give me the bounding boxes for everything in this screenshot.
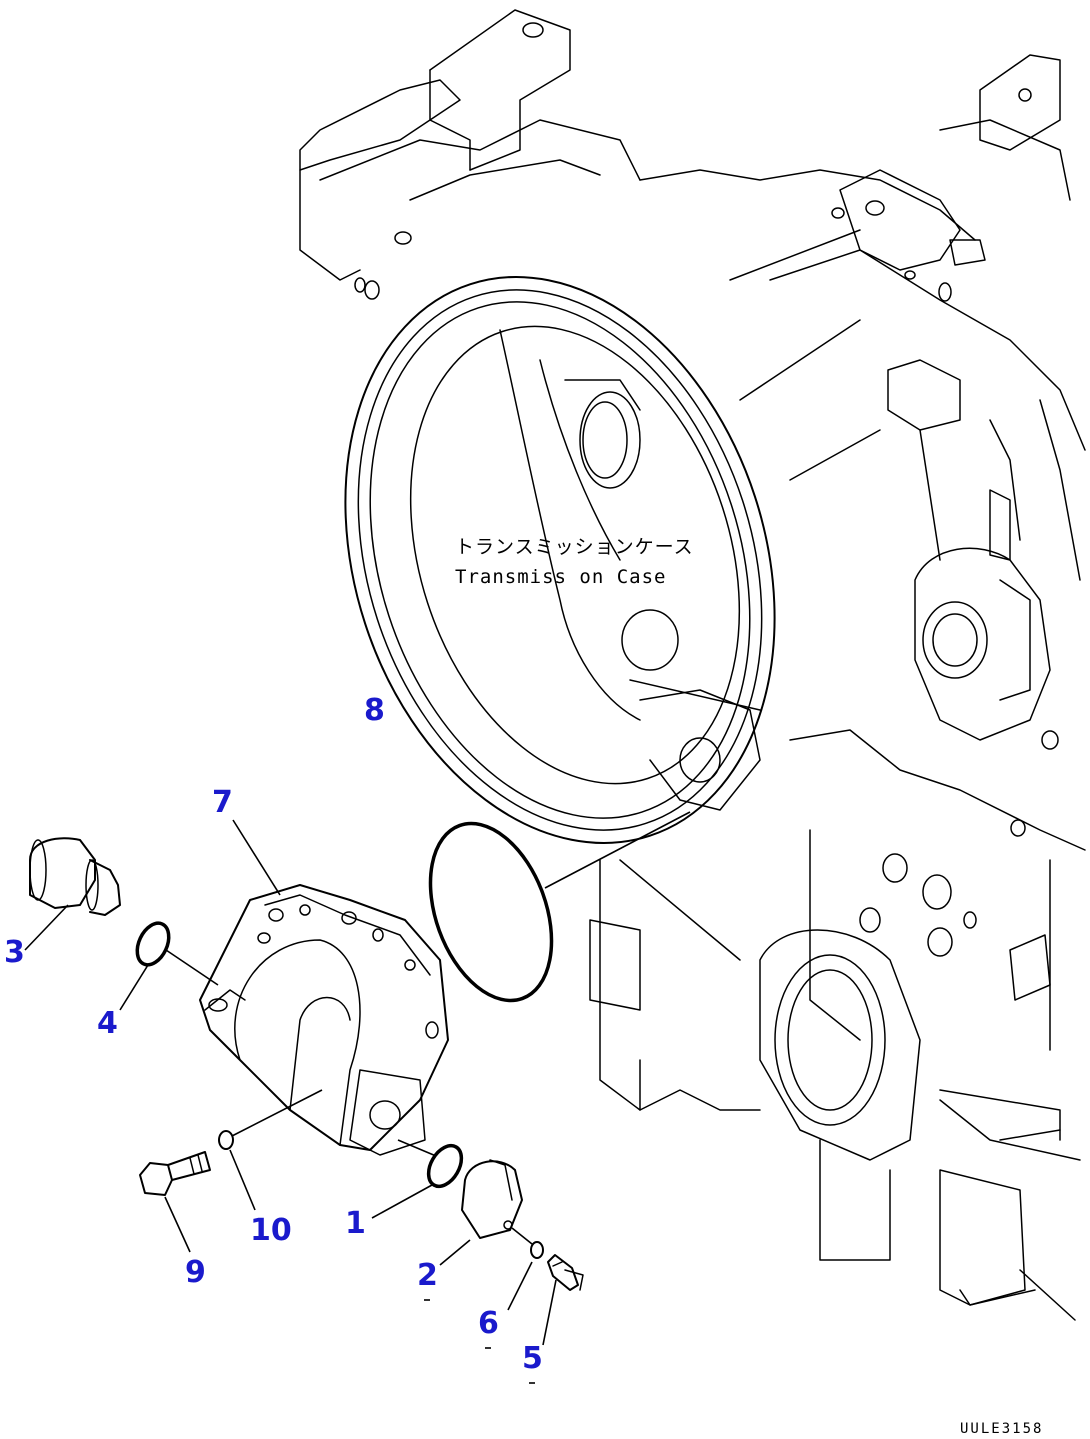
leader-3 [24, 904, 69, 951]
part-4-o-ring [135, 921, 171, 967]
callout-3: 3 [4, 935, 25, 970]
leader-10-to-housing [231, 1089, 323, 1137]
case-label-en: Transmiss on Case [455, 566, 666, 588]
callout-9: 9 [185, 1255, 206, 1290]
leader-7 [232, 819, 281, 896]
callout-6: 6 [478, 1306, 499, 1341]
part-6-washer [530, 1241, 544, 1259]
part-8-o-ring [428, 821, 554, 1003]
part-2-cap [461, 1159, 523, 1239]
leader-6 [507, 1261, 533, 1311]
leader-8-to-case [544, 811, 691, 889]
part-10-washer [218, 1130, 234, 1150]
callout-2: 2 [417, 1258, 438, 1293]
leader-9 [164, 1196, 191, 1253]
leader-2 [439, 1239, 471, 1266]
leader-6-to-cap [511, 1227, 533, 1245]
case-label-jp: トランスミッションケース [455, 536, 694, 558]
transmission-case: トランスミッションケース Transmiss on Case [299, 9, 1086, 1321]
callout-5: 5 [522, 1341, 543, 1376]
callout-10: 10 [250, 1213, 292, 1248]
callout-7: 7 [212, 785, 233, 820]
drawing-id: UULE3158 [960, 1421, 1043, 1437]
part-7-cover-housing [199, 884, 449, 1156]
leader-4-to-housing [165, 949, 219, 986]
part-9-bolt [139, 1151, 211, 1196]
callout-8: 8 [364, 693, 385, 728]
leader-1-to-housing [397, 1139, 437, 1157]
part-1-o-ring [426, 1143, 464, 1189]
callout-4: 4 [97, 1006, 118, 1041]
part-3-plug [29, 837, 121, 916]
leader-10 [229, 1149, 256, 1211]
part-5-bolt [547, 1254, 584, 1291]
leader-1 [371, 1184, 433, 1219]
callout-1: 1 [345, 1206, 366, 1241]
leader-4 [119, 964, 149, 1011]
leader-5 [542, 1279, 557, 1346]
